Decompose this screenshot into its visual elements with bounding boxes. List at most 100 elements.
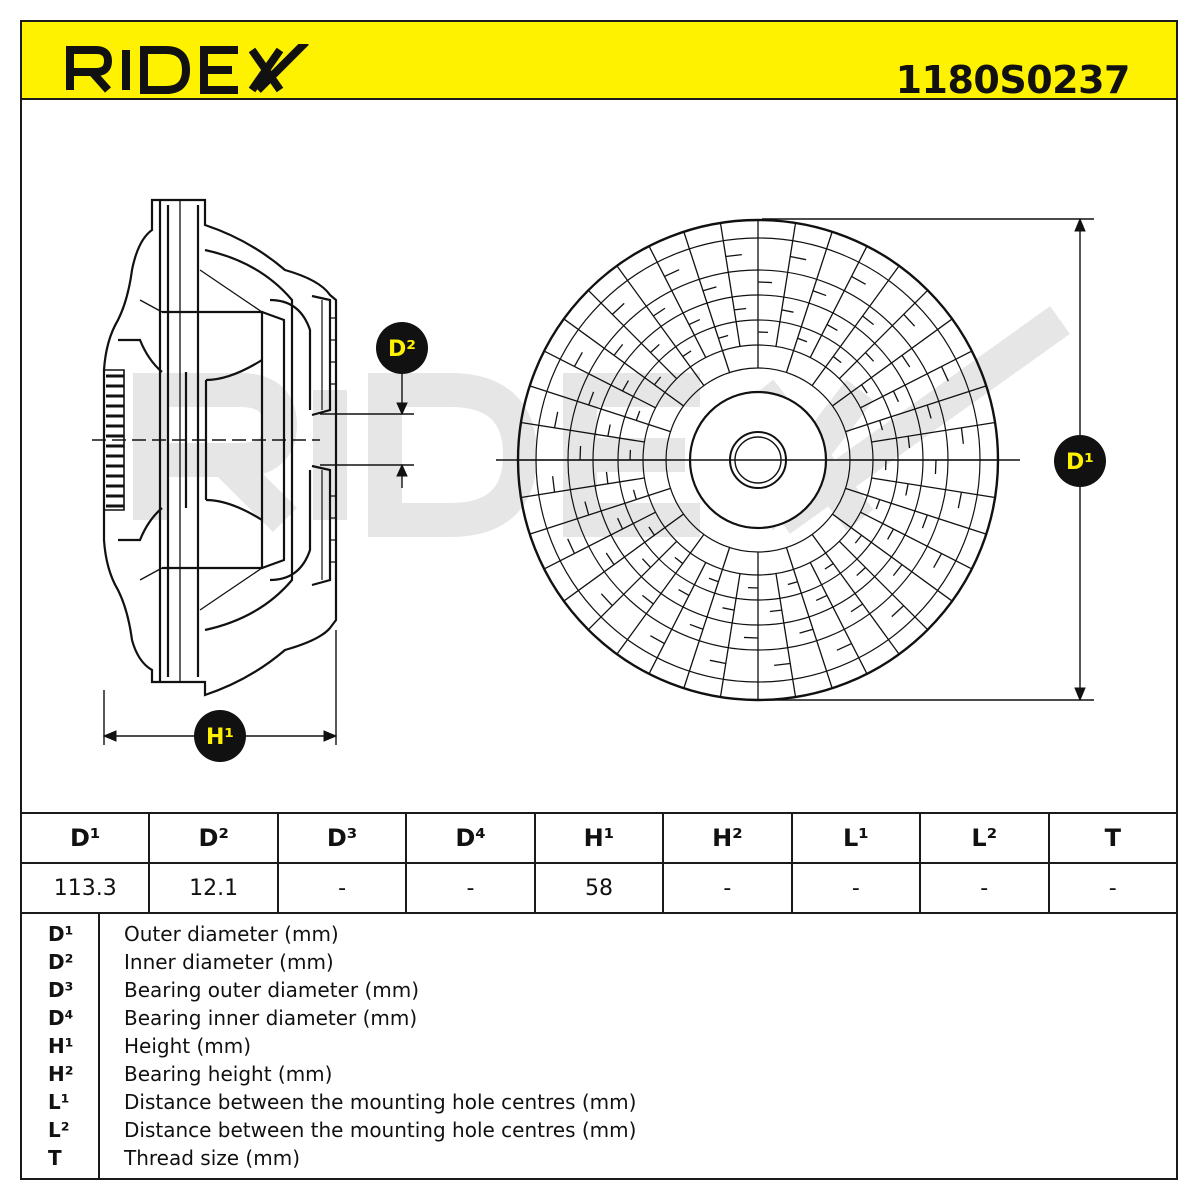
rib-tick bbox=[836, 642, 852, 651]
table-header-cell: L² bbox=[919, 812, 1050, 864]
rib-tick bbox=[708, 577, 719, 583]
legend-item: T Thread size (mm) bbox=[20, 1146, 1178, 1174]
part-number: 1180S0237 bbox=[895, 58, 1131, 102]
rib-tick bbox=[826, 323, 838, 331]
table-header-cell: D² bbox=[148, 812, 279, 864]
rib-tick bbox=[709, 659, 726, 665]
rib-line bbox=[648, 562, 707, 675]
legend-item: L¹ Distance between the mounting hole ce… bbox=[20, 1090, 1178, 1118]
table-header-cell: H¹ bbox=[533, 812, 665, 864]
rib-tick bbox=[832, 355, 842, 364]
rib-line bbox=[832, 318, 953, 407]
legend-desc: Inner diameter (mm) bbox=[124, 950, 334, 974]
rib-tick bbox=[688, 318, 701, 326]
legend-item: L² Distance between the mounting hole ce… bbox=[20, 1118, 1178, 1146]
rib-line bbox=[683, 231, 731, 373]
legend-desc: Bearing height (mm) bbox=[124, 1062, 333, 1086]
rib-tick bbox=[722, 607, 735, 611]
rib-line bbox=[809, 245, 868, 358]
legend-item: H¹ Height (mm) bbox=[20, 1034, 1178, 1062]
rib-tick bbox=[799, 628, 814, 634]
rib-line bbox=[871, 477, 996, 499]
legend-desc: Outer diameter (mm) bbox=[124, 922, 339, 946]
rib-tick bbox=[787, 581, 798, 586]
rib-tick bbox=[861, 384, 868, 394]
rib-tick bbox=[865, 352, 875, 362]
rib-line bbox=[845, 385, 987, 433]
table-value-cell: 113.3 bbox=[19, 862, 151, 914]
legend-desc: Thread size (mm) bbox=[124, 1146, 300, 1170]
dimensions-table: D¹ D² D³ D⁴ H¹ H² L¹ L² T 113.3 12.1 - -… bbox=[19, 812, 1178, 914]
table-header-cell: L¹ bbox=[790, 812, 922, 864]
rib-tick bbox=[790, 255, 807, 261]
rib-tick bbox=[933, 553, 943, 568]
legend-code: D³ bbox=[48, 978, 74, 1002]
rib-tick bbox=[940, 366, 949, 382]
rib-tick bbox=[854, 534, 863, 544]
legend: D¹ Outer diameter (mm) D² Inner diameter… bbox=[20, 912, 1178, 1180]
rib-line bbox=[860, 350, 973, 409]
table-header-cell: T bbox=[1047, 812, 1178, 864]
rib-tick bbox=[650, 635, 665, 645]
rib-tick bbox=[579, 446, 582, 461]
rib-tick bbox=[653, 307, 666, 317]
h1-badge: H¹ bbox=[194, 710, 246, 762]
rib-tick bbox=[650, 343, 660, 353]
rib-line bbox=[719, 222, 741, 347]
rib-line bbox=[785, 231, 833, 373]
radial-ribs bbox=[518, 220, 998, 700]
rib-tick bbox=[824, 563, 834, 570]
table-header-row: D¹ D² D³ D⁴ H¹ H² L¹ L² T bbox=[19, 812, 1178, 864]
rib-line bbox=[838, 540, 929, 631]
table-header-cell: D⁴ bbox=[405, 812, 536, 864]
d2-dimension bbox=[320, 372, 414, 488]
rib-tick bbox=[664, 269, 680, 278]
rib-line bbox=[563, 318, 684, 407]
rib-tick bbox=[892, 564, 903, 577]
svg-text:H¹: H¹ bbox=[206, 725, 234, 750]
rib-tick bbox=[616, 517, 624, 530]
d1-badge: D¹ bbox=[1054, 435, 1106, 487]
watermark bbox=[133, 306, 1070, 537]
table-value-cell: - bbox=[405, 862, 536, 914]
rib-tick bbox=[797, 337, 808, 343]
rib-tick bbox=[812, 290, 827, 297]
legend-code: T bbox=[48, 1146, 62, 1170]
legend-desc: Distance between the mounting hole centr… bbox=[124, 1118, 637, 1142]
legend-item: D¹ Outer diameter (mm) bbox=[20, 922, 1178, 950]
legend-desc: Distance between the mounting hole centr… bbox=[124, 1090, 637, 1114]
rib-line bbox=[860, 511, 973, 570]
d1-dimension bbox=[762, 217, 1094, 702]
legend-desc: Bearing inner diameter (mm) bbox=[124, 1006, 418, 1030]
legend-item: D² Inner diameter (mm) bbox=[20, 950, 1178, 978]
rib-tick bbox=[718, 334, 729, 339]
rib-tick bbox=[957, 492, 963, 509]
legend-code: D¹ bbox=[48, 922, 74, 946]
rib-tick bbox=[632, 489, 637, 500]
rib-tick bbox=[641, 594, 654, 605]
svg-text:D²: D² bbox=[388, 337, 416, 362]
table-value-cell: - bbox=[919, 862, 1050, 914]
rib-line bbox=[616, 265, 705, 386]
legend-item: D³ Bearing outer diameter (mm) bbox=[20, 978, 1178, 1006]
table-value-cell: - bbox=[790, 862, 922, 914]
legend-code: H² bbox=[48, 1062, 74, 1086]
technical-drawing: H¹ D² D¹ bbox=[92, 198, 1106, 762]
rib-tick bbox=[856, 567, 866, 577]
table-value-cell: 58 bbox=[533, 862, 665, 914]
rib-tick bbox=[960, 427, 965, 444]
rib-tick bbox=[901, 355, 911, 368]
rib-tick bbox=[605, 471, 609, 484]
rib-tick bbox=[734, 307, 747, 311]
table-value-row: 113.3 12.1 - - 58 - - - - bbox=[19, 862, 1178, 914]
header-bar: 1180S0237 bbox=[20, 20, 1178, 102]
rib-line bbox=[529, 487, 671, 535]
rib-line bbox=[529, 385, 671, 433]
rib-tick bbox=[607, 424, 611, 437]
d2-badge: D² bbox=[376, 322, 428, 374]
rib-tick bbox=[725, 253, 742, 258]
rib-line bbox=[520, 477, 645, 499]
table-value-cell: - bbox=[276, 862, 408, 914]
rib-line bbox=[832, 513, 953, 602]
rib-tick bbox=[621, 380, 629, 392]
